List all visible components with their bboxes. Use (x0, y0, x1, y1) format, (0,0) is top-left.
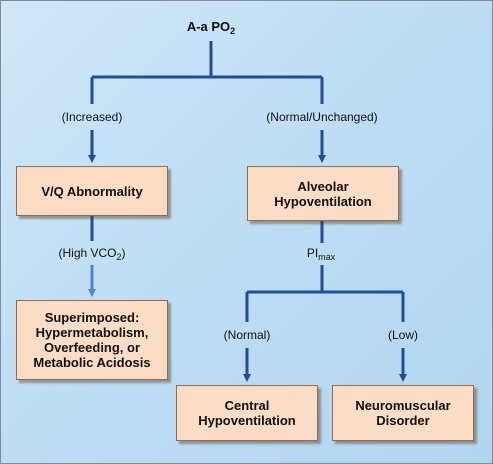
node-vq-abnormality: V/Q Abnormality (16, 166, 168, 216)
node-superimposed: Superimposed: Hypermetabolism, Overfeedi… (16, 300, 168, 380)
label-normal-unchanged: (Normal/Unchanged) (266, 110, 378, 124)
node-central-hypoventilation: Central Hypoventilation (176, 385, 318, 441)
label-high-vco2: (High VCO2) (58, 246, 126, 262)
node-alveolar-hypoventilation: Alveolar Hypoventilation (247, 166, 399, 221)
root-label-aa-po2: A-a PO2 (186, 19, 236, 36)
label-normal: (Normal) (223, 328, 271, 342)
node-neuromuscular-disorder: Neuromuscular Disorder (332, 385, 474, 441)
label-increased: (Increased) (61, 110, 123, 124)
label-pimax: PImax (306, 246, 336, 262)
label-low: (Low) (387, 328, 418, 342)
